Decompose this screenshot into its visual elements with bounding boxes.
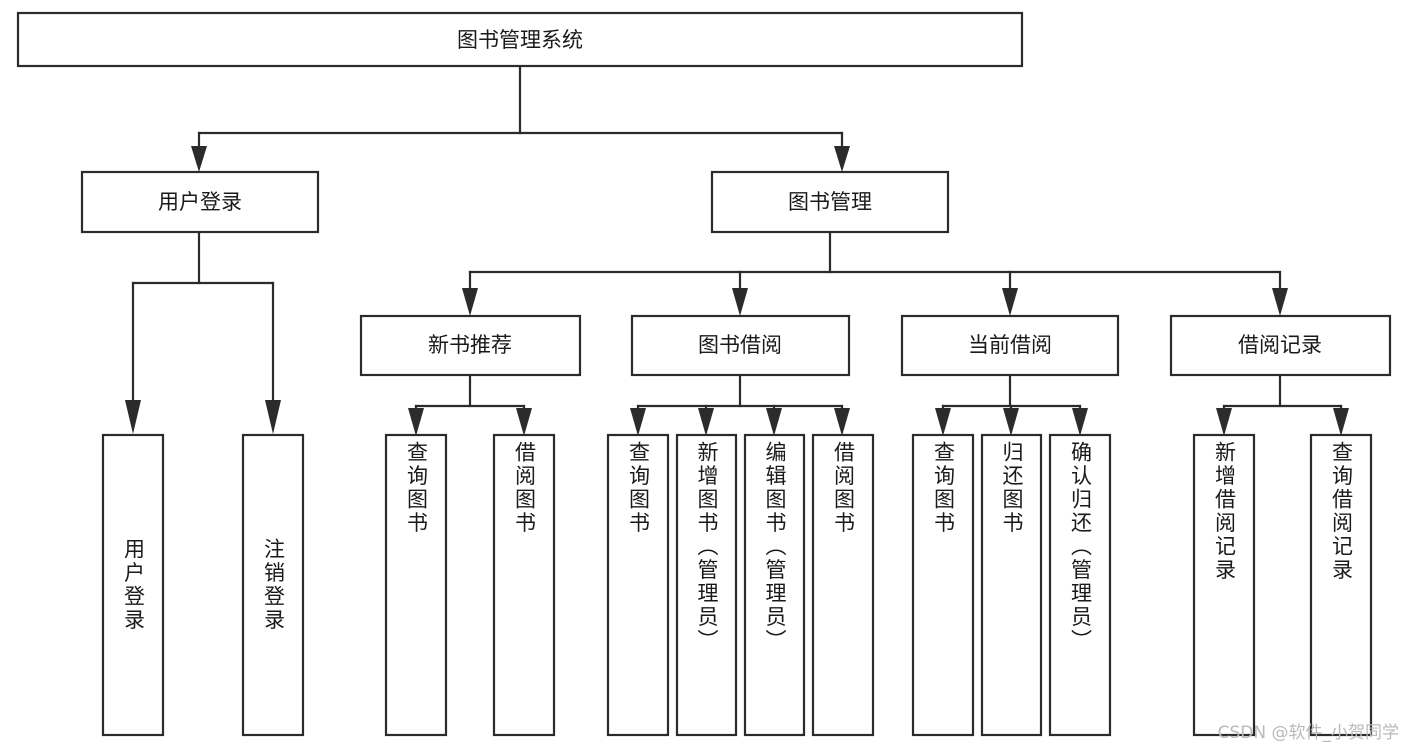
leaf-boxes-current bbox=[911, 433, 1112, 737]
arrow-book-mgmt-new-book bbox=[462, 288, 478, 316]
leaf-label-new-book-2: 借阅图书 bbox=[512, 441, 537, 535]
leaf-label-user-login-2: 注销登录 bbox=[261, 538, 286, 632]
node-book-borrow-box[interactable] bbox=[630, 314, 851, 377]
arrow-current-leaf-2 bbox=[1003, 408, 1019, 436]
node-user-login-label: 用户登录 bbox=[158, 190, 242, 214]
leaf-label-current-3-wrap: 确认归还（管理员） bbox=[1050, 435, 1110, 735]
leaf-boxes-borrow bbox=[606, 433, 875, 737]
leaf-label-current-1-wrap: 查询图书 bbox=[913, 435, 973, 735]
leaf-label-current-2: 归还图书 bbox=[1000, 441, 1024, 535]
leaf-label-records-2-wrap: 查询借阅记录 bbox=[1311, 435, 1371, 735]
leaf-label-user-login-1: 用户登录 bbox=[121, 538, 146, 632]
leaf-label-current-1: 查询图书 bbox=[931, 441, 956, 535]
connectors-book-mgmt-to-level3 bbox=[462, 230, 1288, 316]
arrow-borrow-leaf-1 bbox=[630, 408, 646, 436]
leaf-label-current-2-wrap: 归还图书 bbox=[982, 435, 1041, 735]
leaf-label-new-book-1-wrap: 查询图书 bbox=[386, 435, 446, 735]
leaf-label-new-book-2-wrap: 借阅图书 bbox=[494, 435, 554, 735]
leaf-box-user-login-1[interactable] bbox=[101, 433, 165, 737]
arrow-book-mgmt-borrow bbox=[732, 288, 748, 316]
node-new-book-recommend-label: 新书推荐 bbox=[428, 333, 512, 357]
leaf-box-borrow-4[interactable] bbox=[811, 433, 875, 737]
leaf-label-user-login-1-wrap: 用户登录 bbox=[103, 435, 163, 735]
connectors-borrow-to-leaves bbox=[630, 373, 850, 436]
node-book-borrow[interactable]: 图书借阅 bbox=[630, 314, 851, 377]
leaf-box-new-book-1[interactable] bbox=[384, 433, 448, 737]
arrow-current-leaf-1 bbox=[935, 408, 951, 436]
leaf-boxes-records bbox=[1192, 433, 1373, 737]
node-borrow-records-label: 借阅记录 bbox=[1238, 333, 1322, 357]
node-borrow-records-box[interactable] bbox=[1169, 314, 1392, 377]
leaf-box-records-2[interactable] bbox=[1309, 433, 1373, 737]
node-current-borrow[interactable]: 当前借阅 bbox=[900, 314, 1120, 377]
node-book-management-box[interactable] bbox=[710, 170, 950, 234]
leaf-label-borrow-2: 新增图书（管理员） bbox=[695, 441, 719, 653]
leaf-label-borrow-2-wrap: 新增图书（管理员） bbox=[677, 435, 736, 735]
arrow-book-mgmt-records bbox=[1272, 288, 1288, 316]
arrow-new-book-leaf-1 bbox=[408, 408, 424, 436]
node-book-borrow-label: 图书借阅 bbox=[698, 333, 782, 357]
node-current-borrow-box[interactable] bbox=[900, 314, 1120, 377]
arrow-borrow-leaf-4 bbox=[834, 408, 850, 436]
arrow-records-leaf-2 bbox=[1333, 408, 1349, 436]
arrow-records-leaf-1 bbox=[1216, 408, 1232, 436]
leaf-box-borrow-3[interactable] bbox=[743, 433, 806, 737]
leaf-label-current-3: 确认归还（管理员） bbox=[1068, 441, 1093, 653]
connectors-records-to-leaves bbox=[1216, 373, 1349, 436]
leaf-boxes-user-login bbox=[101, 433, 305, 737]
arrow-user-login-leaf-1 bbox=[125, 400, 141, 434]
leaf-box-borrow-2[interactable] bbox=[675, 433, 738, 737]
leaf-box-current-3[interactable] bbox=[1048, 433, 1112, 737]
leaf-box-current-1[interactable] bbox=[911, 433, 975, 737]
arrow-borrow-leaf-2 bbox=[698, 408, 714, 436]
leaf-label-records-1-wrap: 新增借阅记录 bbox=[1194, 435, 1254, 735]
node-user-login[interactable]: 用户登录 bbox=[80, 170, 320, 234]
node-book-management[interactable]: 图书管理 bbox=[710, 170, 950, 234]
leaf-label-new-book-1: 查询图书 bbox=[404, 441, 429, 535]
leaf-box-user-login-2[interactable] bbox=[241, 433, 305, 737]
leaf-label-records-2: 查询借阅记录 bbox=[1329, 441, 1354, 582]
arrow-user-login-leaf-2 bbox=[265, 400, 281, 434]
node-root-box[interactable] bbox=[16, 11, 1024, 68]
leaf-label-borrow-4-wrap: 借阅图书 bbox=[813, 435, 873, 735]
node-borrow-records[interactable]: 借阅记录 bbox=[1169, 314, 1392, 377]
node-root[interactable]: 图书管理系统 bbox=[16, 11, 1024, 68]
arrow-borrow-leaf-3 bbox=[766, 408, 782, 436]
leaf-label-borrow-3-wrap: 编辑图书（管理员） bbox=[745, 435, 804, 735]
arrow-new-book-leaf-2 bbox=[516, 408, 532, 436]
node-new-book-recommend-box[interactable] bbox=[359, 314, 582, 377]
node-root-label: 图书管理系统 bbox=[457, 28, 583, 52]
arrow-current-leaf-3 bbox=[1072, 408, 1088, 436]
leaf-label-user-login-2-wrap: 注销登录 bbox=[243, 435, 303, 735]
leaf-label-borrow-1-wrap: 查询图书 bbox=[608, 435, 668, 735]
node-book-management-label: 图书管理 bbox=[788, 190, 872, 214]
leaf-label-borrow-3: 编辑图书（管理员） bbox=[763, 441, 787, 653]
leaf-label-records-1: 新增借阅记录 bbox=[1212, 441, 1237, 582]
node-new-book-recommend[interactable]: 新书推荐 bbox=[359, 314, 582, 377]
leaf-box-records-1[interactable] bbox=[1192, 433, 1256, 737]
connectors-root-to-level2 bbox=[191, 64, 850, 172]
arrow-root-to-book-mgmt bbox=[834, 146, 850, 172]
leaf-box-borrow-1[interactable] bbox=[606, 433, 670, 737]
connectors-user-login-to-leaves bbox=[125, 230, 281, 434]
connectors-current-to-leaves bbox=[935, 373, 1088, 436]
leaf-label-borrow-1: 查询图书 bbox=[626, 441, 651, 535]
node-current-borrow-label: 当前借阅 bbox=[968, 333, 1052, 357]
leaf-box-new-book-2[interactable] bbox=[492, 433, 556, 737]
arrow-book-mgmt-current bbox=[1002, 288, 1018, 316]
node-user-login-box[interactable] bbox=[80, 170, 320, 234]
leaf-box-current-2[interactable] bbox=[980, 433, 1043, 737]
arrow-root-to-user-login bbox=[191, 146, 207, 172]
leaf-label-borrow-4: 借阅图书 bbox=[831, 441, 856, 535]
connectors-new-book-to-leaves bbox=[408, 373, 532, 436]
leaf-boxes-new-book bbox=[384, 433, 556, 737]
